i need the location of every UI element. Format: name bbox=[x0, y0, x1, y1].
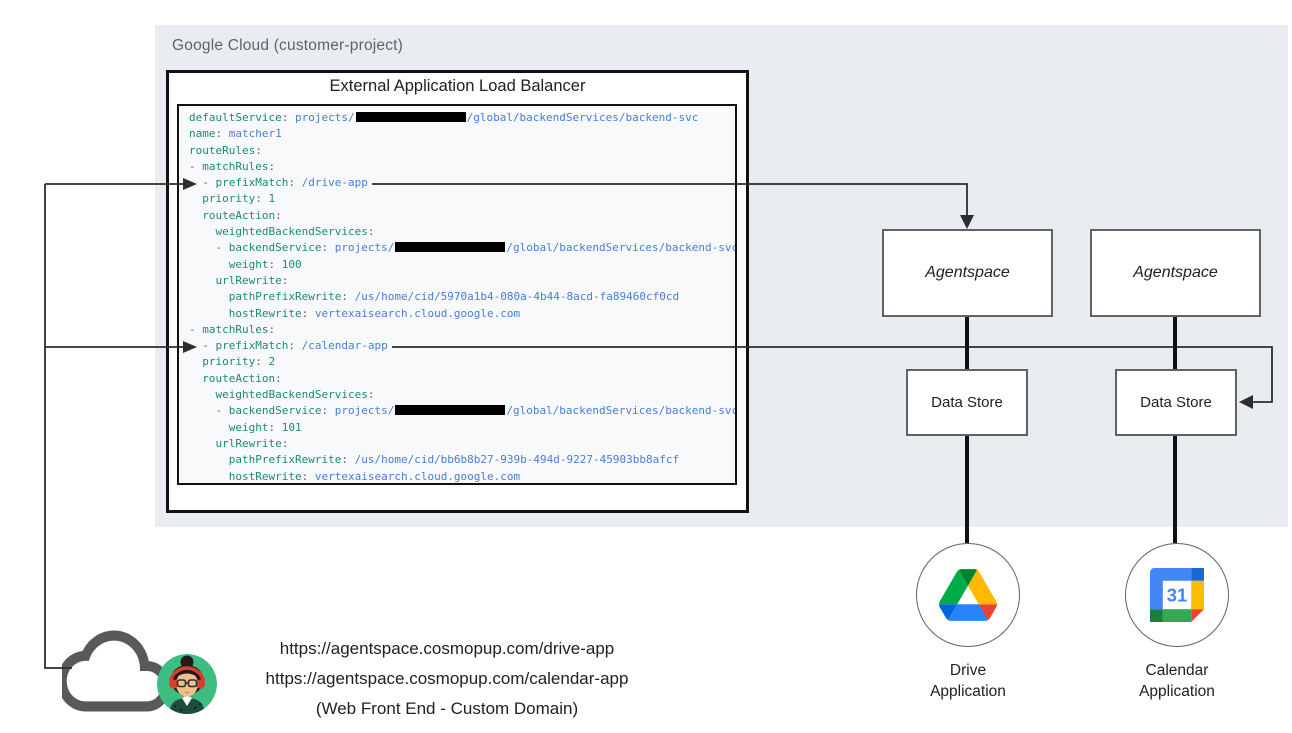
frontend-caption: (Web Front End - Custom Domain) bbox=[315, 699, 579, 718]
code-line: urlRewrite: bbox=[215, 273, 289, 287]
drive-app-label: Drive Application bbox=[930, 662, 1006, 700]
calendar-day-text: 31 bbox=[1167, 584, 1187, 605]
code-line: - matchRules: bbox=[189, 159, 276, 173]
code-line: routeAction: bbox=[202, 371, 282, 385]
code-content: defaultService: projects//global/backend… bbox=[189, 110, 737, 483]
agentspace-box-1: Agentspace bbox=[882, 229, 1053, 317]
code-line: priority: 2 bbox=[202, 355, 276, 369]
frontend-url-drive: https://agentspace.cosmopup.com/drive-ap… bbox=[279, 639, 615, 658]
redaction-bar bbox=[355, 112, 466, 122]
code-line: - prefixMatch: /calendar-app bbox=[189, 339, 388, 353]
frontend-url-calendar: https://agentspace.cosmopup.com/calendar… bbox=[265, 669, 629, 688]
drive-app-circle bbox=[916, 543, 1020, 647]
user-avatar bbox=[157, 654, 217, 714]
code-line: - backendService: projects//global/backe… bbox=[189, 404, 737, 418]
code-line: name: matcher1 bbox=[189, 127, 282, 141]
frontend-text-block: https://agentspace.cosmopup.com/drive-ap… bbox=[212, 634, 682, 724]
code-line: defaultService: projects//global/backend… bbox=[189, 111, 699, 124]
code-line: hostRewrite: vertexaisearch.cloud.google… bbox=[228, 306, 521, 320]
code-line: urlRewrite: bbox=[215, 436, 289, 450]
code-line: weight: 101 bbox=[228, 420, 302, 434]
code-line: weightedBackendServices: bbox=[215, 225, 375, 239]
datastore-label-2: Data Store bbox=[1140, 394, 1212, 411]
code-line: routeAction: bbox=[202, 208, 282, 222]
code-line: pathPrefixRewrite: /us/home/cid/bb6b8b27… bbox=[228, 453, 680, 467]
url-map-code-box: defaultService: projects//global/backend… bbox=[177, 104, 737, 485]
load-balancer-title: External Application Load Balancer bbox=[329, 77, 586, 95]
code-line: - matchRules: bbox=[189, 322, 276, 336]
code-line: priority: 1 bbox=[202, 192, 276, 206]
google-calendar-icon: 31 bbox=[1150, 568, 1204, 622]
datastore-label-1: Data Store bbox=[931, 394, 1003, 411]
connector-user-trunk bbox=[44, 184, 72, 669]
cloud-icon bbox=[57, 628, 171, 714]
agentspace-label-2: Agentspace bbox=[1133, 264, 1218, 281]
code-line: routeRules: bbox=[189, 143, 262, 157]
code-line: pathPrefixRewrite: /us/home/cid/5970a1b4… bbox=[228, 290, 680, 304]
google-drive-icon bbox=[939, 569, 997, 621]
code-line: - backendService: projects//global/backe… bbox=[189, 241, 737, 255]
code-line: - prefixMatch: /drive-app bbox=[189, 176, 368, 190]
google-cloud-label: Google Cloud (customer-project) bbox=[172, 37, 404, 54]
datastore-box-2: Data Store bbox=[1115, 369, 1237, 436]
code-line: hostRewrite: vertexaisearch.cloud.google… bbox=[228, 469, 521, 483]
agentspace-label-1: Agentspace bbox=[925, 264, 1010, 281]
calendar-app-label: Calendar Application bbox=[1139, 662, 1215, 700]
calendar-app-circle: 31 bbox=[1125, 543, 1229, 647]
datastore-box-1: Data Store bbox=[906, 369, 1028, 436]
code-line: weightedBackendServices: bbox=[215, 388, 375, 402]
redaction-bar bbox=[395, 242, 506, 253]
code-line: weight: 100 bbox=[228, 257, 302, 271]
redaction-bar bbox=[395, 405, 506, 416]
agentspace-box-2: Agentspace bbox=[1090, 229, 1261, 317]
